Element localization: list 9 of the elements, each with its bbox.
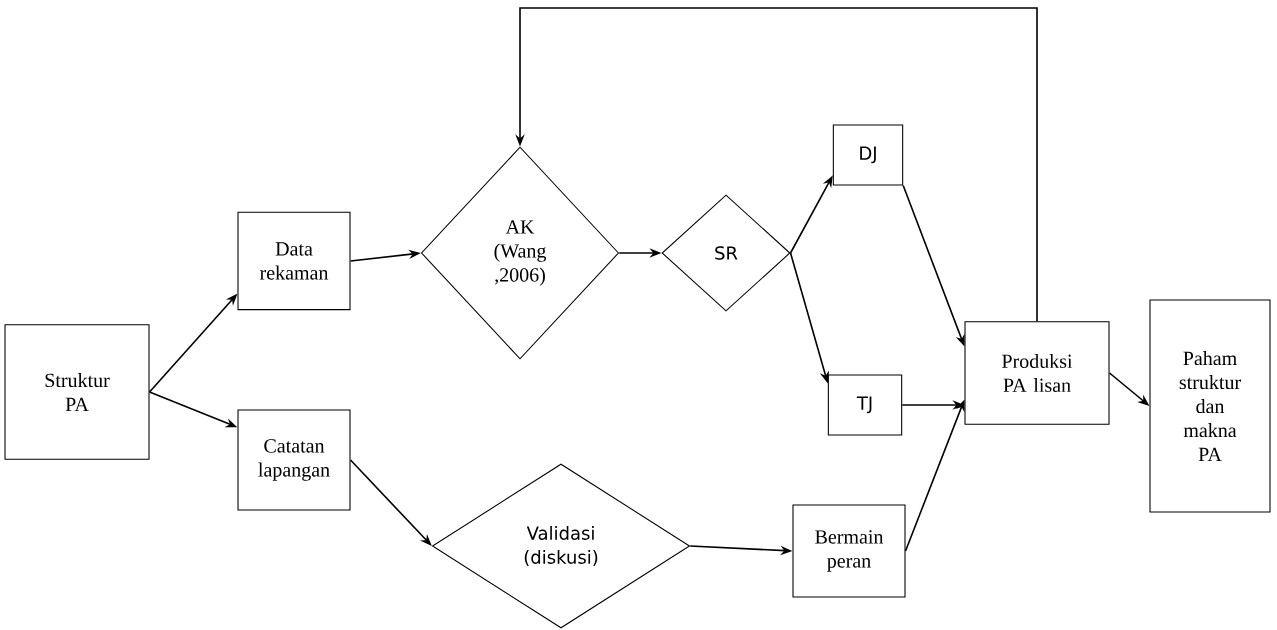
process-box: Struktur PA <box>4 324 150 460</box>
process-box: Catatan lapangan <box>237 409 351 511</box>
process-box: TJ <box>827 374 903 436</box>
process-box: DJ <box>832 124 904 186</box>
process-box: Paham struktur dan makna PA <box>1149 299 1271 513</box>
process-box: Data rekaman <box>237 211 351 311</box>
process-box: Produksi PA lisan <box>964 321 1110 425</box>
process-box: Bermain peran <box>792 504 906 598</box>
arrow <box>349 459 432 546</box>
